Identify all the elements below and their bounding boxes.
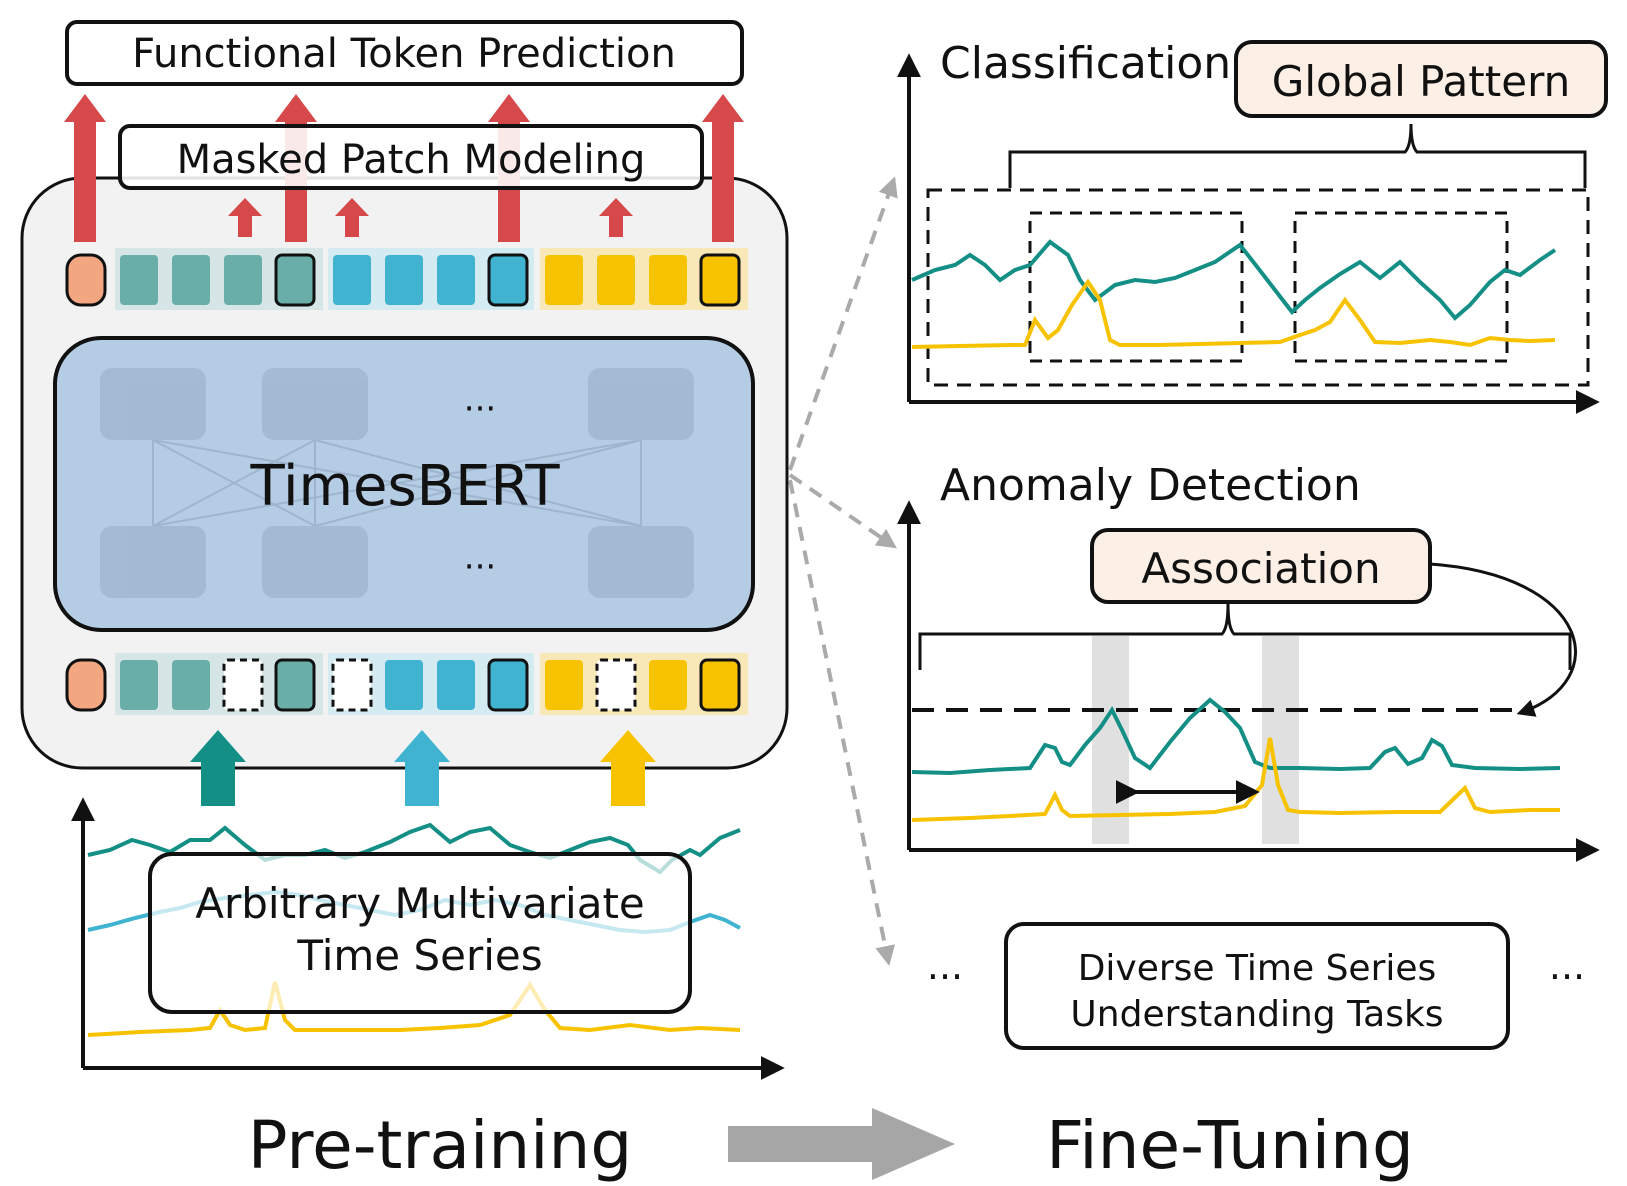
association-label: Association xyxy=(1141,544,1380,593)
stage-transition-arrow xyxy=(728,1108,955,1180)
diverse-tasks-box xyxy=(1004,922,1510,1050)
anomaly-yellow-series xyxy=(911,737,1560,822)
global-window xyxy=(926,188,1590,387)
anomaly-band-1 xyxy=(1092,636,1129,844)
functional-token-prediction-box: Functional Token Prediction xyxy=(65,20,744,86)
cls-token-input xyxy=(65,658,107,712)
masked-patch xyxy=(595,658,637,712)
input-arrows xyxy=(190,730,656,806)
diverse-tasks-line1: Diverse Time Series xyxy=(1078,948,1437,989)
masked-patch-arrows xyxy=(228,198,633,237)
masked-patch xyxy=(222,658,264,712)
pretraining-stage-label: Pre-training xyxy=(248,1107,632,1184)
masked-patch-modeling-label: Masked Patch Modeling xyxy=(177,137,646,183)
classification-teal-series xyxy=(911,239,1557,321)
classification-panel: Classification Global Pattern xyxy=(897,38,1608,414)
ellipsis-left: ··· xyxy=(927,955,963,999)
diverse-tasks-line2: Understanding Tasks xyxy=(1070,994,1443,1035)
transformer-internals xyxy=(100,368,694,598)
input-label-box xyxy=(148,852,692,1014)
masked-patch-modeling-box: Masked Patch Modeling xyxy=(118,124,704,190)
ellipsis-bottom: ··· xyxy=(464,547,496,587)
task-dashed-arrows xyxy=(788,176,898,966)
timesbert-label: TimesBERT xyxy=(249,454,560,519)
functional-token-prediction-label: Functional Token Prediction xyxy=(132,31,676,77)
global-pattern-brace xyxy=(1008,123,1587,188)
input-label-line2: Time Series xyxy=(296,931,542,980)
anomaly-teal-series xyxy=(911,697,1561,776)
classification-title: Classification xyxy=(940,38,1231,89)
association-connector xyxy=(1429,562,1577,717)
ellipsis-top: ··· xyxy=(464,389,496,429)
association-brace xyxy=(918,603,1572,670)
input-token-row xyxy=(65,653,748,715)
functional-token-arrows xyxy=(64,94,744,242)
global-pattern-tag xyxy=(1234,40,1608,118)
global-pattern-label: Global Pattern xyxy=(1272,57,1570,106)
output-token-row xyxy=(65,248,748,310)
input-label-line1: Arbitrary Multivariate xyxy=(195,879,645,928)
cls-token xyxy=(65,253,107,307)
classification-yellow-series xyxy=(911,278,1556,349)
local-window-1 xyxy=(1028,211,1244,363)
ellipsis-right: ··· xyxy=(1549,955,1585,999)
finetuning-stage-label: Fine-Tuning xyxy=(1046,1107,1414,1184)
association-tag xyxy=(1090,528,1432,604)
local-window-2 xyxy=(1293,211,1509,363)
input-time-series-chart: Arbitrary Multivariate Time Series xyxy=(71,797,785,1080)
anomaly-detection-panel: Anomaly Detection Association xyxy=(897,460,1600,862)
masked-patch xyxy=(331,658,373,712)
anomaly-detection-title: Anomaly Detection xyxy=(940,460,1361,511)
timesbert-model: ··· ··· TimesBERT xyxy=(53,336,755,632)
diverse-tasks-panel: ··· Diverse Time Series Understanding Ta… xyxy=(927,922,1585,1050)
